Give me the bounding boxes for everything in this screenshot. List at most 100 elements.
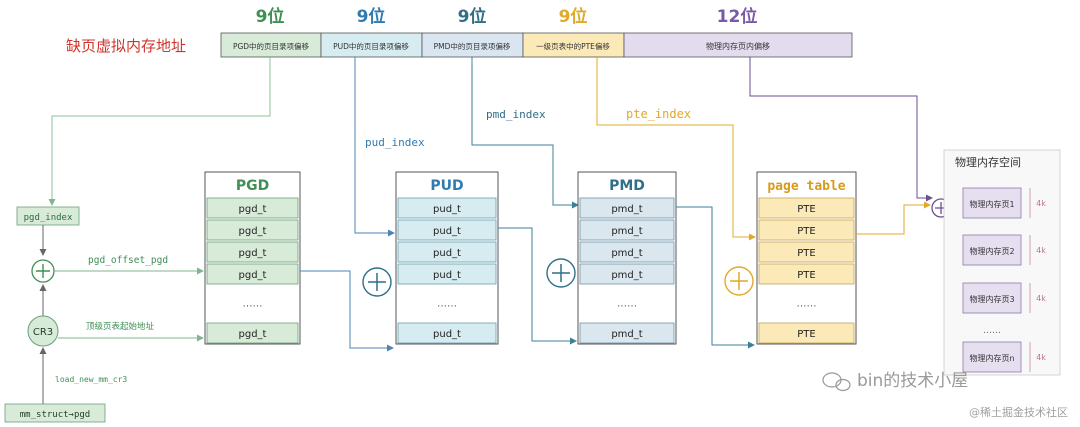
physical-page [962, 187, 1022, 219]
pud-entry-label: pud_t [433, 248, 461, 259]
wechat-watermark: bin的技术小屋 [857, 371, 968, 391]
page-size-label: 4k [1036, 199, 1046, 208]
cr3-label: CR3 [33, 327, 53, 338]
pud-index-line [354, 57, 395, 237]
pmd-entry-label: pmd_t [611, 204, 642, 215]
pmd-entry [579, 322, 675, 344]
field-bits-pte: 9位 [559, 6, 588, 27]
pt-entry-label: PTE [797, 329, 815, 340]
pud-entry-label: pud_t [433, 329, 461, 340]
pmd-index-line [471, 57, 579, 209]
pud-table-title: PUD [430, 178, 463, 194]
physical-page-label: 物理内存页3 [969, 294, 1014, 304]
pud-index-label: pud_index [365, 136, 425, 149]
watermark: bin的技术小屋 @稀土掘金技术社区 [822, 371, 1068, 419]
pgd-index-line [48, 57, 271, 206]
physical-page [962, 341, 1022, 373]
physical-ellipsis: …… [983, 326, 1001, 336]
physical-page-label: 物理内存页2 [969, 246, 1014, 256]
page-size-label: 4k [1036, 353, 1046, 362]
field-bits-pgd: 9位 [256, 6, 285, 27]
virtual-address: 缺页虚拟内存地址 9位 9位 9位 9位 12位 PGD中的页目录项偏移 PUD… [66, 6, 853, 58]
field-label-pmd: PMD中的页目录项偏移 [434, 41, 511, 51]
pgd-entry-label: pgd_t [239, 329, 267, 340]
pte-index-label: pte_index [626, 107, 691, 121]
physical-page [962, 282, 1022, 314]
pgd-entry [206, 197, 299, 219]
pt-entry-label: PTE [797, 248, 815, 259]
plus-icon-pud-cross [368, 273, 386, 291]
pud-entry [397, 241, 497, 263]
pmd-entry-label: pmd_t [611, 329, 642, 340]
pte-index-line [596, 57, 756, 241]
field-label-pud: PUD中的页目录项偏移 [333, 41, 409, 51]
cr3-circle [27, 315, 59, 347]
pmd-entry-label: pmd_t [611, 270, 642, 281]
field-bits-pmd: 9位 [458, 6, 487, 27]
pmd-entry [579, 263, 675, 285]
field-label-pgd: PGD中的页目录项偏移 [233, 41, 310, 51]
pud-entry-label: pud_t [433, 204, 461, 215]
field-label-pte: 一级页表中的PTE偏移 [536, 41, 610, 51]
pmd-index-label: pmd_index [486, 108, 546, 121]
pgd-entry-label: pgd_t [239, 270, 267, 281]
pmd-to-pt [676, 206, 755, 349]
pt-entry [758, 263, 855, 285]
pud-entry [397, 322, 497, 344]
offset-line [749, 57, 933, 202]
field-bits-pud: 9位 [357, 6, 386, 27]
pt-entry [758, 322, 855, 344]
pgd-offset-label: pgd_offset_pgd [88, 255, 168, 266]
pgd-entry [206, 263, 299, 285]
mm-struct-box [4, 403, 106, 423]
field-bits-offset: 12位 [717, 6, 758, 27]
site-watermark: @稀土掘金技术社区 [969, 405, 1068, 419]
pud-entry [397, 219, 497, 241]
pt-table-title: page table [767, 179, 845, 194]
left-column: pgd_index CR3 load_new_mm_cr3 mm_struct→… [4, 206, 204, 423]
page-size-label: 4k [1036, 246, 1046, 255]
pgd-entry-label: pgd_t [239, 204, 267, 215]
pmd-entry-label: pmd_t [611, 226, 642, 237]
field-offset [623, 32, 853, 58]
pt-ellipsis: …… [797, 299, 817, 310]
pgd-entry-label: pgd_t [239, 226, 267, 237]
address-title: 缺页虚拟内存地址 [66, 37, 186, 55]
pt-entry [758, 197, 855, 219]
pt-entry-label: PTE [797, 270, 815, 281]
mm-struct-text: mm_struct→pgd [20, 410, 90, 420]
pud-entry [397, 263, 497, 285]
physical-page [962, 234, 1022, 266]
pgd-ellipsis: …… [243, 299, 263, 310]
pt-entry-label: PTE [797, 204, 815, 215]
pud-entry-label: pud_t [433, 270, 461, 281]
table-connectors [300, 201, 931, 352]
pt-entry [758, 241, 855, 263]
pmd-entry [579, 241, 675, 263]
plus-icon-pte-cross [730, 272, 748, 290]
pud-entry-label: pud_t [433, 226, 461, 237]
pud-to-pmd [498, 227, 577, 345]
pgd-index-box [16, 206, 80, 226]
pud-table: PUD pud_t pud_t pud_t pud_t …… pud_t [395, 171, 499, 345]
pmd-table-title: PMD [609, 178, 645, 194]
plus-icon-pmd-cross [552, 264, 570, 282]
pgd-entry [206, 241, 299, 263]
physical-page-label: 物理内存页n [969, 353, 1014, 363]
pgd-entry [206, 322, 299, 344]
physical-pages: 物理内存页1 4k 物理内存页2 4k 物理内存页3 4k …… 物理内存页n 4k [962, 187, 1046, 373]
physical-page-label: 物理内存页1 [969, 199, 1014, 209]
field-pmd [421, 32, 524, 58]
field-pgd [220, 32, 322, 58]
plus-icon-pgd-cross [36, 264, 50, 278]
page-size-label: 4k [1036, 294, 1046, 303]
pgd-to-pud-plus [300, 270, 394, 352]
pud-ellipsis: …… [437, 299, 457, 310]
pt-entry [758, 219, 855, 241]
pgd-index-text: pgd_index [24, 213, 73, 223]
pt-entry-label: PTE [797, 226, 815, 237]
pgd-table-title: PGD [236, 178, 269, 194]
field-label-offset: 物理内存页内偏移 [706, 41, 770, 51]
